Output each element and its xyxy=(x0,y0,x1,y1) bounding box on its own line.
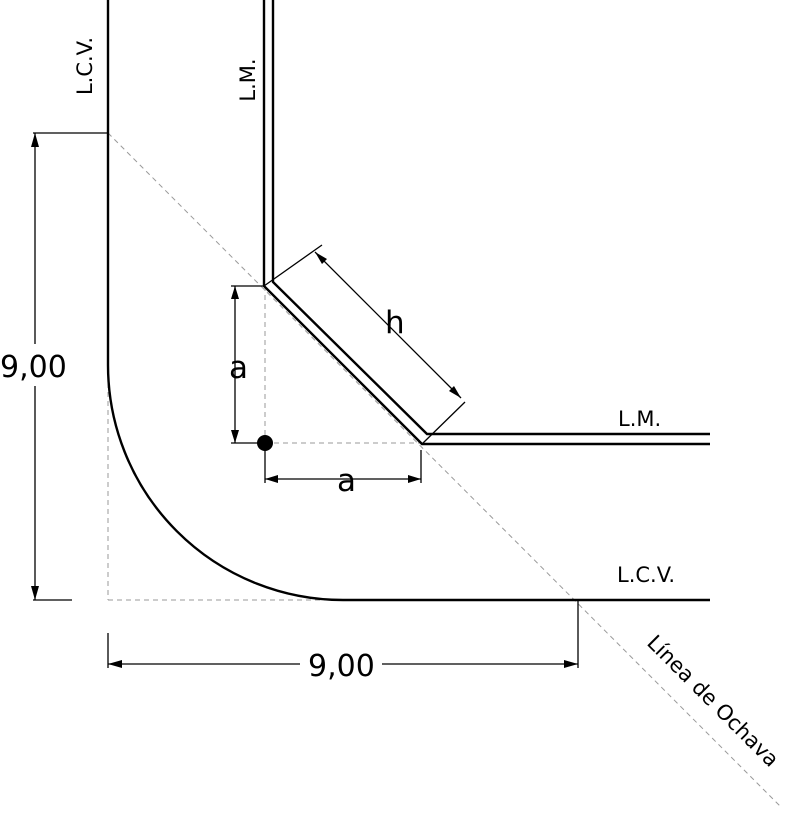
label-dim-a-vertical: a xyxy=(229,350,248,386)
dim-a-vertical-arrow-bottom xyxy=(231,430,239,443)
dim-horizontal-arrow-left xyxy=(108,660,122,668)
label-lm-top: L.M. xyxy=(236,58,260,101)
curb-line xyxy=(106,0,710,602)
dimension-a-horizontal xyxy=(264,450,422,483)
building-line-outer xyxy=(262,0,710,446)
dimension-h xyxy=(263,244,466,445)
label-dim-vertical: 9,00 xyxy=(0,350,67,385)
dim-h-arrow-bottom xyxy=(449,386,461,398)
construction-lines xyxy=(107,132,783,809)
dim-a-horizontal-arrow-left xyxy=(265,475,278,483)
chamfer-diagonal xyxy=(107,132,783,809)
dim-h-line xyxy=(314,251,462,399)
reference-point xyxy=(257,435,273,451)
label-dim-horizontal: 9,00 xyxy=(308,649,375,684)
label-lcv-right: L.C.V. xyxy=(617,563,675,587)
label-chamfer-line: Línea de Ochava xyxy=(642,630,783,771)
dim-h-ext-top xyxy=(263,244,323,287)
dim-vertical-text-bg xyxy=(0,344,70,386)
building-line-inner xyxy=(271,0,710,436)
dim-horizontal-arrow-right xyxy=(564,660,578,668)
dim-a-vertical-arrow-top xyxy=(231,286,239,299)
dim-horizontal-text-bg xyxy=(300,645,382,683)
dim-vertical-arrow-top xyxy=(31,133,39,147)
dim-h-ext-bottom xyxy=(421,401,466,445)
dim-a-horizontal-arrow-right xyxy=(408,475,421,483)
label-dim-h: h xyxy=(385,305,405,341)
label-lm-right: L.M. xyxy=(618,407,661,431)
dim-vertical-arrow-bottom xyxy=(31,586,39,600)
dim-h-arrow-top xyxy=(315,252,327,264)
label-dim-a-horizontal: a xyxy=(337,463,356,499)
label-lcv-top: L.C.V. xyxy=(73,37,97,95)
dimension-a-vertical xyxy=(231,285,264,444)
